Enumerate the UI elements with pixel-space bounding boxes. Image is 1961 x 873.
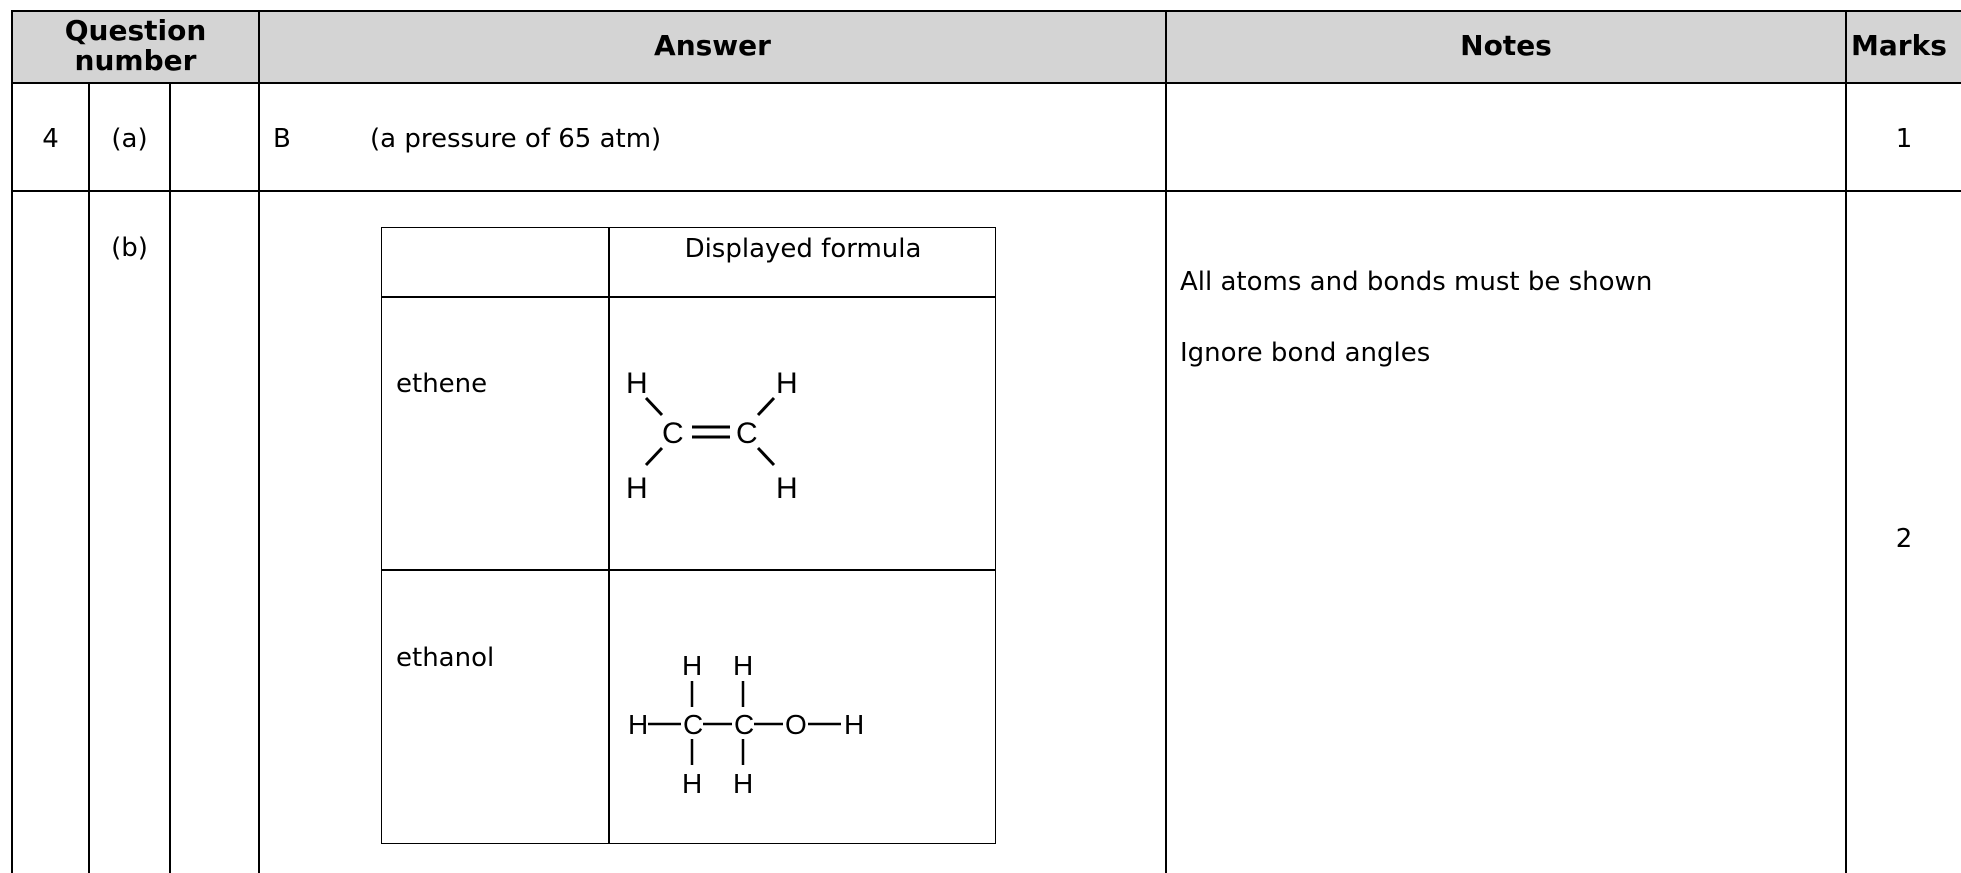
svg-text:H: H (682, 768, 702, 799)
column-divider (1165, 10, 1167, 873)
answer-text: (a pressure of 65 atm) (370, 124, 662, 154)
marks-value: 2 (1895, 524, 1913, 554)
header-bottom-border (11, 82, 1961, 84)
inner-table-row-divider (381, 296, 996, 298)
inner-table-header-formula: Displayed formula (684, 234, 922, 264)
svg-text:C: C (662, 417, 684, 450)
inner-table (381, 227, 996, 844)
table-left-border (11, 10, 13, 873)
question-part: (a) (111, 124, 148, 154)
svg-text:C: C (734, 709, 754, 740)
column-divider (88, 83, 90, 873)
column-divider (169, 83, 171, 873)
svg-text:H: H (844, 709, 864, 740)
header-marks: Marks (1851, 29, 1947, 62)
svg-text:H: H (682, 650, 702, 681)
table-top-border (11, 10, 1961, 12)
svg-text:H: H (776, 472, 798, 505)
svg-text:H: H (626, 472, 648, 505)
table-header-background (11, 10, 1961, 83)
inner-table-row-divider (381, 569, 996, 571)
inner-table-column-divider (608, 227, 610, 844)
svg-text:H: H (733, 650, 753, 681)
svg-text:O: O (785, 709, 807, 740)
marks-value: 1 (1895, 124, 1913, 154)
svg-text:H: H (626, 367, 648, 400)
compound-name-ethene: ethene (396, 369, 488, 399)
note-line: Ignore bond angles (1180, 338, 1431, 368)
svg-text:H: H (733, 768, 753, 799)
answer-letter: B (273, 124, 291, 154)
header-question-number: Question number (64, 14, 207, 77)
ethene-structure-image: H H C C H H (626, 367, 798, 505)
question-number: 4 (42, 124, 59, 154)
row-divider (11, 190, 1961, 192)
note-line: All atoms and bonds must be shown (1180, 267, 1653, 297)
column-divider (1845, 10, 1847, 873)
svg-text:H: H (628, 709, 648, 740)
ethanol-structure-image: H H H C C O H H H (628, 650, 864, 799)
question-part: (b) (111, 233, 148, 263)
svg-text:H: H (776, 367, 798, 400)
header-answer: Answer (654, 29, 771, 62)
svg-text:C: C (736, 417, 758, 450)
svg-text:C: C (683, 709, 703, 740)
header-notes: Notes (1460, 29, 1552, 62)
column-divider (258, 10, 260, 873)
compound-name-ethanol: ethanol (396, 643, 495, 673)
